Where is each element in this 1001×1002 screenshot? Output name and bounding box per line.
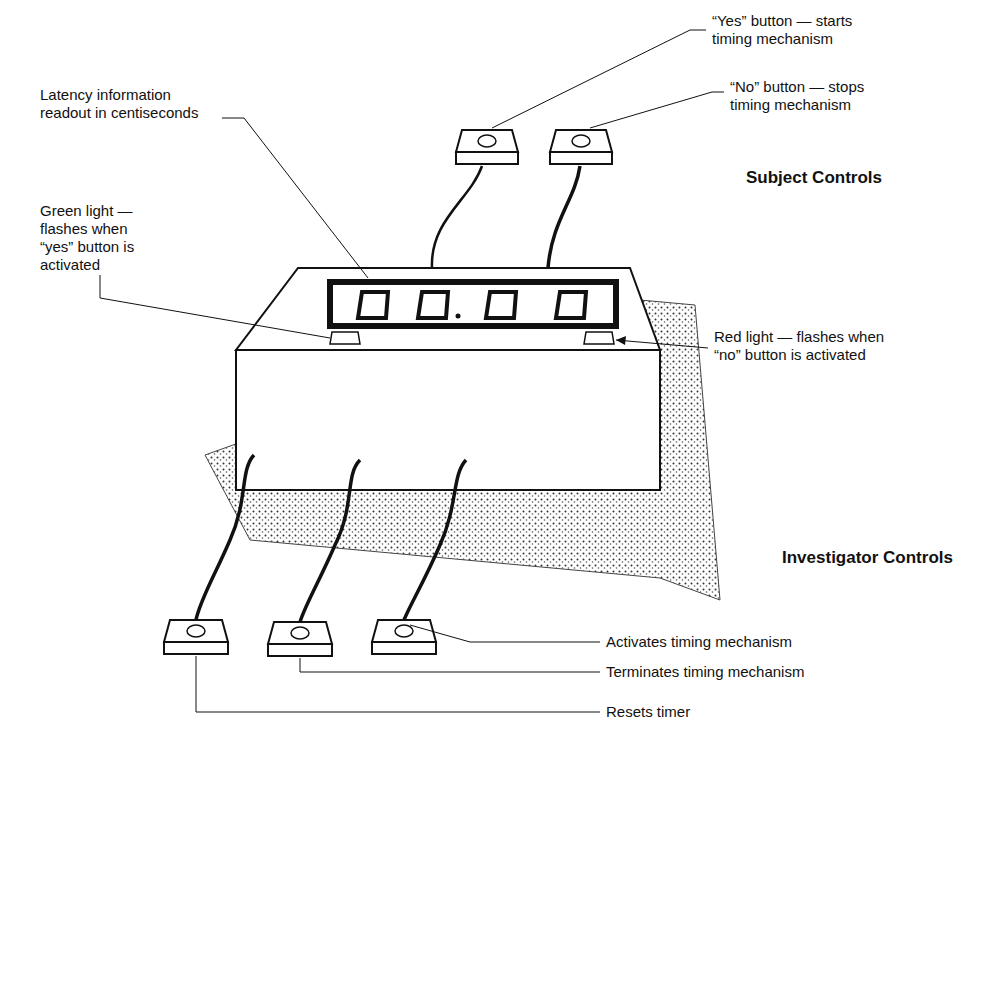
activate-button <box>372 620 436 654</box>
wire <box>196 455 254 620</box>
box-top <box>236 268 660 350</box>
callout-label: “No” button — stops timing mechanism <box>730 78 892 114</box>
leader-lines <box>100 30 724 712</box>
digit <box>556 292 586 318</box>
wire <box>300 460 360 622</box>
callout-label: Activates timing mechanism <box>606 633 792 651</box>
digit <box>418 292 448 318</box>
display <box>330 282 616 326</box>
wire <box>432 166 482 268</box>
callout-label: Resets timer <box>606 703 690 721</box>
green-light <box>330 332 360 344</box>
arrowhead <box>616 336 626 345</box>
wire <box>404 460 466 620</box>
callout-label: Terminates timing mechanism <box>606 663 804 681</box>
red-light <box>584 332 614 344</box>
callout-label: Red light — flashes when “no” button is … <box>714 328 910 364</box>
digit <box>358 292 388 318</box>
yes-button <box>456 130 518 164</box>
digit <box>486 292 516 318</box>
box-front <box>236 350 660 490</box>
no-button <box>550 130 612 164</box>
decimal-point <box>456 314 461 319</box>
group-heading: Subject Controls <box>746 168 882 188</box>
callout-label: Green light — flashes when “yes” button … <box>40 202 156 274</box>
callout-label: “Yes” button — starts timing mechanism <box>712 12 884 48</box>
terminate-button <box>268 622 332 656</box>
reset-button <box>164 620 228 654</box>
group-heading: Investigator Controls <box>782 548 953 568</box>
callout-label: Latency information readout in centiseco… <box>40 86 220 122</box>
wire <box>548 166 580 268</box>
